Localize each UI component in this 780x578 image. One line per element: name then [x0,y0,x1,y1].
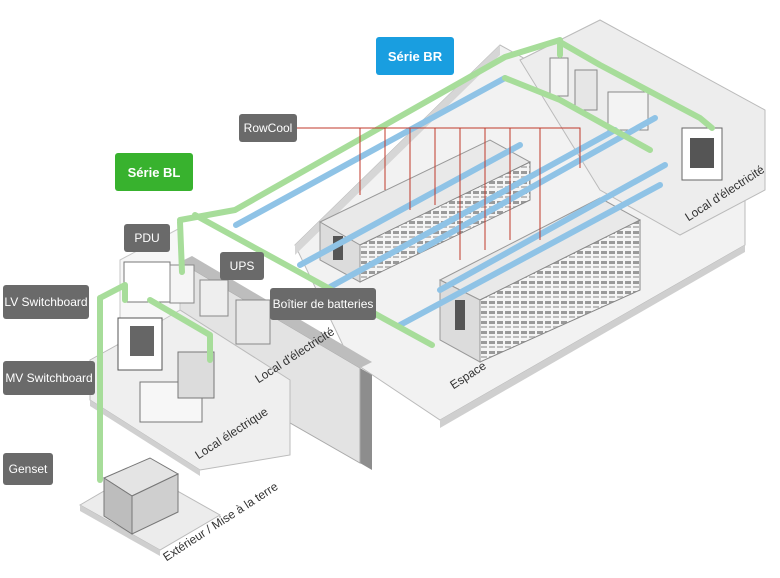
genset-callout: Genset [3,453,53,485]
ups-callout: UPS [220,252,264,280]
mv-switchboard-callout: MV Switchboard [3,361,95,395]
serie-br-callout: Série BR [376,37,454,75]
outdoor-pad-edge [80,505,160,556]
battery-box-callout: Boîtier de batteries [270,288,376,320]
busway-bl [97,37,715,483]
front-partition-wall [360,368,372,470]
busway-br [233,75,668,328]
serie-bl-callout: Série BL [115,153,193,191]
genset-unit [102,457,180,535]
rowcool-callout: RowCool [239,114,297,142]
data-hall-back-wall [295,45,500,255]
espace-floor-front [440,245,745,428]
lv-switchboard-callout: LV Switchboard [3,285,89,319]
rowcool-leaders [297,127,581,260]
left-room-equipment [117,261,271,423]
left-room-floor-edge [90,400,200,476]
pdu-callout: PDU [124,224,170,252]
